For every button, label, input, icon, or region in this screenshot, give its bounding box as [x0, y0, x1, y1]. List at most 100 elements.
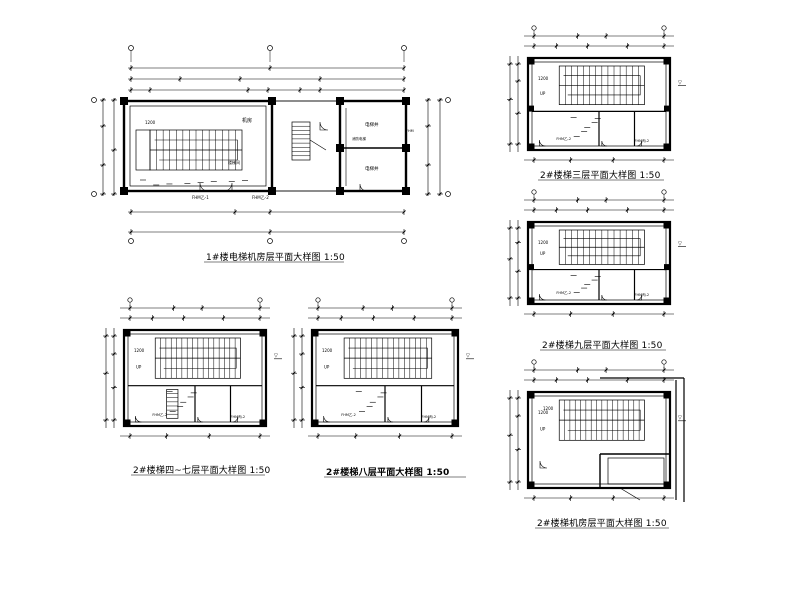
line [516, 414, 520, 418]
label: ▽ [678, 80, 682, 86]
label: FHM乙-2 [556, 290, 571, 295]
line [438, 192, 442, 196]
line [508, 433, 512, 438]
label: FHM丙-2 [635, 292, 650, 297]
line [181, 316, 186, 320]
line [426, 98, 430, 102]
axis-bubble [661, 359, 667, 365]
label: UP [540, 426, 546, 431]
line [604, 198, 608, 202]
rect [135, 129, 151, 171]
column [123, 419, 131, 427]
rect [526, 390, 672, 490]
door-swing [359, 183, 368, 192]
door-swing [423, 416, 430, 423]
caption-d3: 2#楼梯九层平面大样图 1:50 [542, 341, 663, 351]
line [238, 77, 242, 81]
line [532, 44, 536, 48]
axis-bubble [531, 25, 537, 31]
line [516, 269, 520, 274]
axis-bubble [661, 25, 667, 31]
rect [271, 100, 341, 192]
line [101, 192, 105, 196]
column [528, 105, 534, 112]
line [112, 192, 116, 196]
rect [291, 121, 311, 161]
axis-bubble [128, 45, 134, 51]
line [129, 230, 133, 234]
line [516, 447, 520, 452]
line [112, 385, 116, 390]
column [451, 329, 459, 337]
line [150, 316, 155, 320]
line [611, 496, 616, 500]
line [390, 306, 395, 310]
line [292, 334, 296, 338]
door-swing [323, 415, 330, 423]
label: FHM乙-2 [252, 194, 269, 200]
axis-bubble [91, 97, 97, 103]
door-swing [319, 121, 329, 131]
door-swing [601, 294, 607, 301]
line [508, 142, 512, 146]
column [268, 187, 276, 195]
line [532, 208, 536, 212]
label: 电梯井 [365, 121, 379, 128]
door-swing [232, 416, 238, 423]
label: 电梯井 [365, 165, 379, 172]
line [258, 316, 262, 320]
line [101, 163, 105, 167]
rect [526, 220, 672, 306]
column [402, 97, 410, 105]
door-swing [539, 460, 548, 469]
axis-bubble [531, 189, 537, 195]
line [532, 198, 536, 202]
label: FHM乙-1 [192, 194, 209, 200]
line [316, 316, 320, 320]
label: 1200 [538, 76, 549, 81]
line [575, 34, 580, 38]
stair-arrow [159, 347, 237, 369]
line [662, 312, 666, 316]
line [221, 316, 226, 320]
line [104, 334, 108, 338]
axis-bubble [661, 189, 667, 195]
line [402, 88, 406, 92]
line [148, 88, 152, 92]
line [532, 34, 536, 38]
column [120, 97, 128, 105]
line [316, 434, 320, 438]
line [178, 77, 182, 81]
line [568, 496, 573, 500]
column [402, 144, 410, 152]
line [532, 312, 536, 316]
line [662, 496, 666, 500]
line [662, 34, 666, 38]
column [663, 391, 671, 399]
line [532, 158, 536, 162]
line [300, 334, 304, 338]
line [438, 98, 442, 102]
stair-arrow [154, 139, 238, 161]
label: ▽ [678, 241, 682, 247]
axis-bubble [401, 238, 407, 244]
line [412, 316, 417, 320]
column [664, 264, 670, 271]
line [450, 434, 454, 438]
line [112, 352, 116, 356]
column [663, 297, 671, 305]
stair-arrow [563, 409, 641, 431]
line [611, 312, 616, 316]
label: FHM丙-2 [635, 138, 650, 143]
column [663, 143, 671, 151]
line [508, 97, 512, 102]
label: UP [324, 364, 330, 369]
rect [531, 395, 667, 485]
line [426, 163, 430, 167]
column [259, 419, 267, 427]
line [268, 210, 272, 214]
